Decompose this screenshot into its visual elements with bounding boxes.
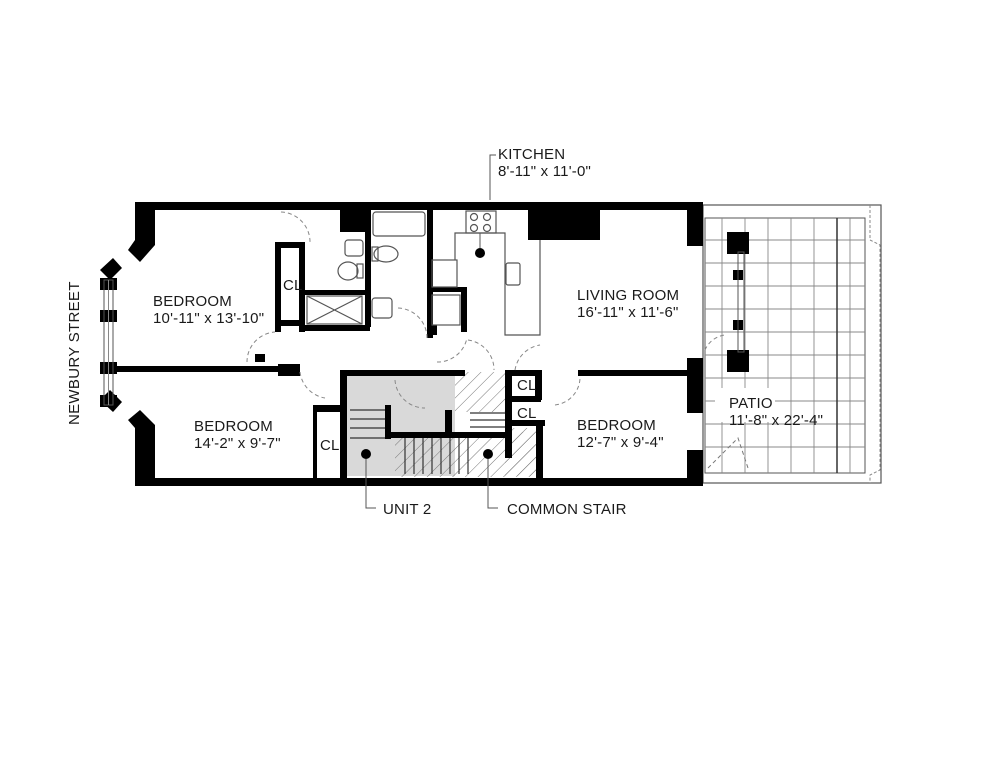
common-stair-callout: COMMON STAIR xyxy=(507,501,627,518)
patio-area xyxy=(702,204,882,484)
patio-label: PATIO 11'-8" x 22'-4" xyxy=(729,395,823,429)
room-name: KITCHEN xyxy=(498,146,566,163)
room-dims: 16'-11" x 11'-6" xyxy=(577,304,679,321)
walls xyxy=(100,202,749,486)
room-dims: 8'-11" x 11'-0" xyxy=(498,163,592,180)
fixtures xyxy=(306,210,541,336)
kitchen-marker xyxy=(475,248,485,258)
room-name: LIVING ROOM xyxy=(577,287,680,304)
closet-label: CL xyxy=(283,277,303,294)
door-swings xyxy=(246,211,726,409)
bedroom-rear-label: BEDROOM 12'-7" x 9'-4" xyxy=(577,417,664,451)
room-dims: 10'-11" x 13'-10" xyxy=(153,310,265,327)
room-name: BEDROOM xyxy=(153,293,232,310)
room-name: BEDROOM xyxy=(194,418,273,435)
room-dims: 11'-8" x 22'-4" xyxy=(729,412,824,429)
kitchen-label: KITCHEN 8'-11" x 11'-0" xyxy=(498,146,591,180)
living-room-label: LIVING ROOM 16'-11" x 11'-6" xyxy=(577,287,679,321)
closet-label: CL xyxy=(320,437,340,454)
bedroom-lower-label: BEDROOM 14'-2" x 9'-7" xyxy=(194,418,281,452)
closet-label: CL xyxy=(517,405,537,422)
street-label: NEWBURY STREET xyxy=(66,281,83,425)
bedroom-front-label: BEDROOM 10'-11" x 13'-10" xyxy=(153,293,264,327)
room-name: BEDROOM xyxy=(577,417,656,434)
unit-2-callout: UNIT 2 xyxy=(383,501,432,518)
unit-2-marker xyxy=(361,449,371,459)
room-dims: 12'-7" x 9'-4" xyxy=(577,434,664,451)
room-dims: 14'-2" x 9'-7" xyxy=(194,435,281,452)
common-stair-marker xyxy=(483,449,493,459)
closet-label: CL xyxy=(517,377,537,394)
room-name: PATIO xyxy=(729,395,773,412)
